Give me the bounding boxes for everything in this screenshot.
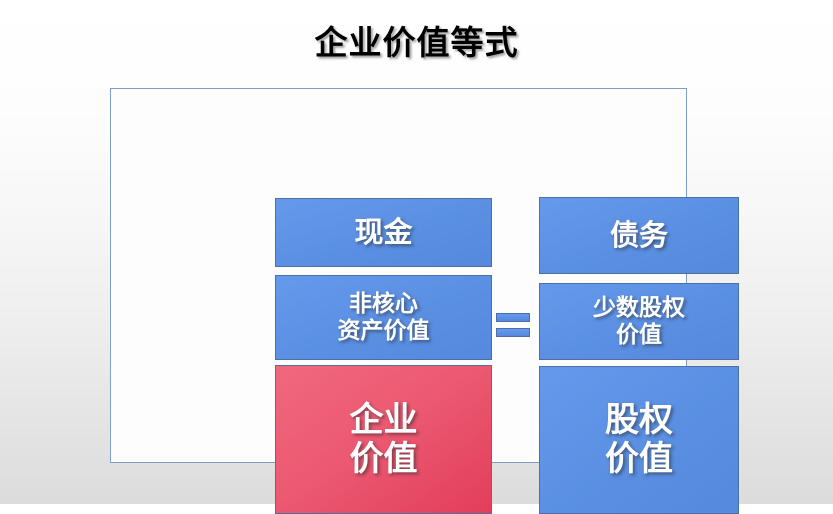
- box-equity-value[interactable]: 股权 价值: [539, 366, 739, 514]
- equals-bar-top: [496, 313, 530, 322]
- box-enterprise-value[interactable]: 企业 价值: [275, 365, 492, 514]
- box-cash[interactable]: 现金: [275, 198, 492, 267]
- equals-sign-icon: [496, 313, 530, 338]
- diagram-frame: 现金 非核心 资产价值 企业 价值 债务 少数股权 价值 股权 价值: [110, 88, 739, 514]
- equals-bar-bottom: [496, 328, 530, 337]
- page-title: 企业价值等式: [314, 23, 519, 62]
- box-non-core-asset-value[interactable]: 非核心 资产价值: [275, 275, 492, 360]
- box-debt[interactable]: 债务: [539, 197, 739, 274]
- box-minority-interest-value[interactable]: 少数股权 价值: [539, 283, 739, 360]
